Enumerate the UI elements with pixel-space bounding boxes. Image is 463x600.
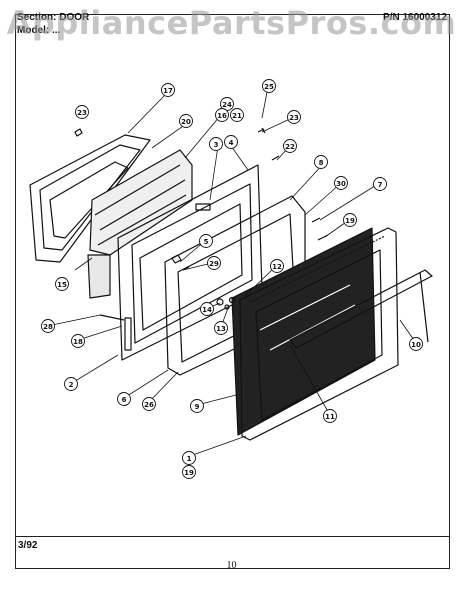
callout-8: 8 (319, 159, 324, 167)
glass-pack (231, 227, 376, 436)
callout-20: 20 (181, 118, 191, 126)
callout-24: 26 (144, 401, 154, 409)
callout-circles (41, 79, 423, 479)
outer-door-panel (239, 227, 399, 441)
insulation-block (87, 149, 193, 299)
page-number: 10 (226, 560, 237, 571)
footer-divider (15, 536, 450, 537)
callout-18: 18 (73, 338, 83, 346)
callout-1: 1 (187, 455, 192, 463)
callout-6: 6 (122, 396, 127, 404)
callout-2: 2 (69, 381, 74, 389)
callout-29: 29 (209, 260, 219, 268)
callout-25: 23 (77, 109, 87, 117)
callout-17: 17 (163, 87, 173, 95)
leader-lines (51, 86, 417, 457)
callout-13: 13 (216, 325, 226, 333)
callout-30: 30 (336, 180, 346, 188)
callout-9: 9 (195, 403, 200, 411)
door-handle (289, 269, 433, 349)
callout-19: 19 (345, 217, 355, 225)
revision-date: 3/92 (18, 540, 38, 551)
callout-22: 22 (285, 143, 295, 151)
callout-12: 12 (272, 263, 282, 271)
callout-11: 11 (325, 413, 335, 421)
page-frame (15, 14, 450, 569)
callout-10: 10 (411, 341, 421, 349)
callout-14: 14 (202, 306, 212, 314)
callout-7: 7 (378, 181, 383, 189)
part-number: P/N 16000312 (383, 12, 447, 23)
callout-27: 25 (264, 83, 274, 91)
callout-5: 5 (204, 238, 209, 246)
callout-26: 24 (222, 101, 232, 109)
callout-15: 15 (57, 281, 67, 289)
callout-16: 16 (217, 112, 227, 120)
callout-28: 28 (43, 323, 53, 331)
callout-21: 21 (232, 112, 242, 120)
callout-4: 4 (229, 139, 234, 147)
callout-19-b: 19 (184, 469, 194, 477)
callout-23: 23 (289, 114, 299, 122)
callout-labels: 23 17 20 24 16 21 3 4 25 23 22 8 30 7 19… (43, 83, 421, 477)
callout-3: 3 (214, 141, 219, 149)
model-label: Model: ... (17, 25, 61, 36)
section-label: Section: DOOR (17, 12, 90, 23)
